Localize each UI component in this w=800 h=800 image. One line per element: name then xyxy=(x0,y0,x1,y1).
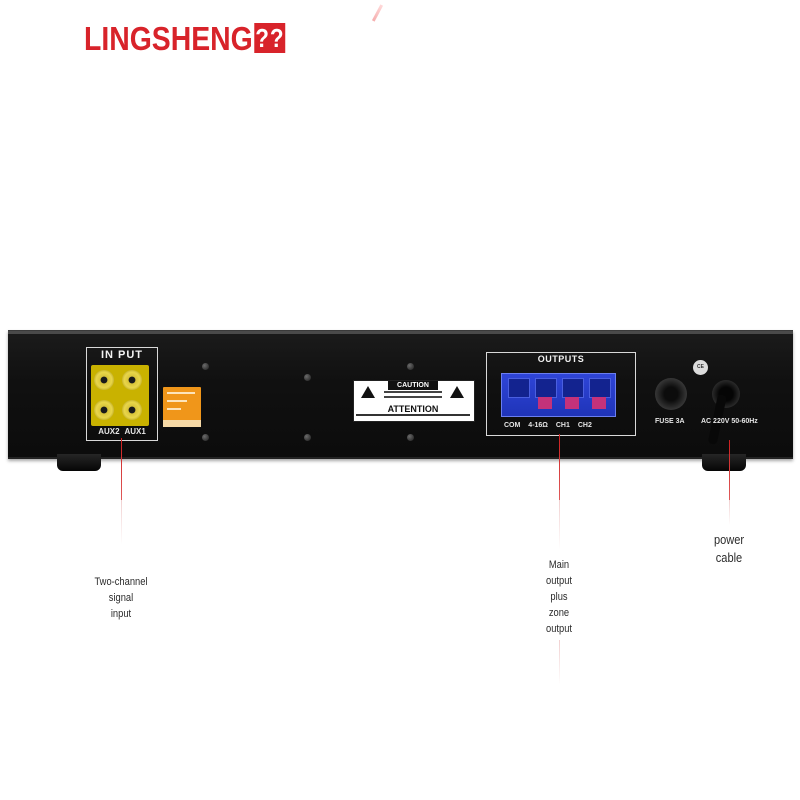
caution-fine-print xyxy=(384,396,442,398)
warning-triangle-icon xyxy=(361,386,375,398)
screw xyxy=(304,434,311,441)
callout-line-text: output xyxy=(545,575,573,587)
screw xyxy=(202,434,209,441)
input-title: IN PUT xyxy=(100,349,144,361)
terminal-slot xyxy=(589,378,611,398)
sticker-barcode-strip xyxy=(163,420,201,427)
input-callout-line-fade xyxy=(121,500,122,545)
right-foot xyxy=(702,454,746,471)
input-callout-label: Two-channel signal input xyxy=(79,574,164,622)
brand-logo: LINGSHENG?? xyxy=(84,20,286,58)
brand-name: LINGSHENG xyxy=(84,20,253,57)
caution-title: CAUTION xyxy=(388,381,438,390)
power-callout-line-fade xyxy=(729,500,730,525)
callout-line-text: input xyxy=(110,608,132,620)
terminal-label-impedance: 4-16Ω xyxy=(528,422,548,429)
sticker-text-line xyxy=(167,408,181,410)
chassis-top-edge xyxy=(8,331,793,334)
terminal-label-ch2: CH2 xyxy=(577,422,592,429)
warning-triangle-icon xyxy=(450,386,464,398)
outputs-callout-line xyxy=(559,434,560,500)
outputs-callout-line-fade xyxy=(559,500,560,550)
terminal-screw xyxy=(592,397,606,409)
fuse-label: FUSE 3A xyxy=(655,418,685,425)
screw xyxy=(407,363,414,370)
rca-jack-aux1-right xyxy=(122,400,142,420)
power-callout-label: power cable xyxy=(699,531,759,567)
sticker-text-line xyxy=(167,392,195,394)
screw xyxy=(202,363,209,370)
rca-jack-aux1-left xyxy=(122,370,142,390)
outputs-callout-line-tail xyxy=(559,640,560,685)
callout-line-text: Main xyxy=(548,559,570,571)
callout-line-text: Two-channel xyxy=(94,576,148,588)
attention-title: ATTENTION xyxy=(387,404,439,414)
power-callout-line xyxy=(729,440,730,500)
callout-line-text: plus xyxy=(550,591,568,603)
outputs-callout-label: Main output plus zone output xyxy=(525,557,593,637)
terminal-screw xyxy=(538,397,552,409)
output-terminal-labels: COM 4-16Ω CH1 CH2 xyxy=(504,422,592,429)
outputs-title: OUTPUTS xyxy=(537,354,585,364)
terminal-screw xyxy=(565,397,579,409)
caution-footer-text xyxy=(356,414,470,416)
terminal-slot xyxy=(535,378,557,398)
callout-line-text: signal xyxy=(108,592,134,604)
power-rating-label: AC 220V 50-60Hz xyxy=(701,418,758,425)
callout-line-text: power xyxy=(713,532,745,547)
left-foot xyxy=(57,454,101,471)
callout-line-text: cable xyxy=(715,550,743,565)
terminal-slot xyxy=(508,378,530,398)
caution-fine-print xyxy=(384,391,442,393)
brand-mark: ?? xyxy=(254,23,286,53)
decorative-streak xyxy=(371,4,384,22)
screw xyxy=(407,434,414,441)
sticker-text-line xyxy=(167,400,187,402)
fuse-holder xyxy=(655,378,687,410)
certification-mark-icon: CE xyxy=(693,360,708,375)
outputs-panel xyxy=(486,352,636,436)
rca-jack-aux2-left xyxy=(94,370,114,390)
terminal-label-ch1: CH1 xyxy=(555,422,570,429)
input-callout-line xyxy=(121,438,122,500)
callout-line-text: zone xyxy=(548,607,570,619)
callout-line-text: output xyxy=(545,623,573,635)
port-label-aux2: AUX2 xyxy=(98,427,120,436)
terminal-label-com: COM xyxy=(504,422,521,429)
input-panel xyxy=(86,347,158,441)
terminal-slot xyxy=(562,378,584,398)
screw xyxy=(304,374,311,381)
rca-jack-aux2-right xyxy=(94,400,114,420)
port-label-aux1: AUX1 xyxy=(124,427,146,436)
input-port-labels: AUX2 AUX1 xyxy=(86,427,158,436)
